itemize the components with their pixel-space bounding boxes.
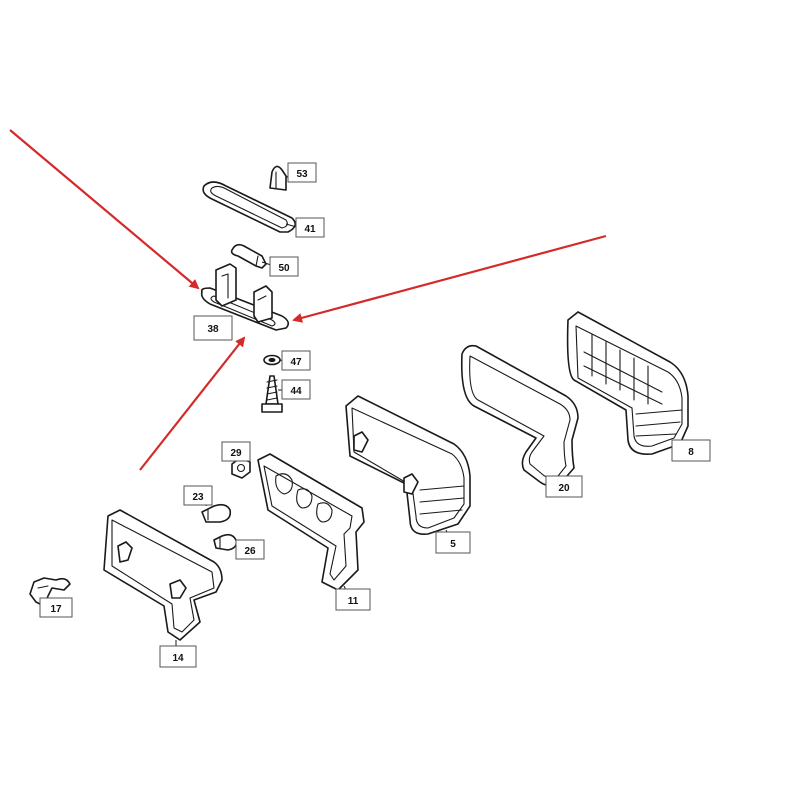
callout-8-label: 8 (688, 447, 694, 458)
callout-41: 41 (295, 217, 325, 238)
part-26-bulb (213, 533, 238, 551)
callout-44-label: 44 (290, 386, 302, 397)
callout-38-highlighted: 38 (193, 315, 233, 341)
part-47-washer (263, 354, 281, 366)
part-5-tail-lamp-lens (345, 395, 471, 536)
callout-50-label: 50 (278, 263, 290, 274)
indicator-arrow-bottom (139, 336, 246, 471)
callout-44: 44 (281, 379, 311, 400)
callout-11: 11 (335, 588, 371, 611)
callout-14: 14 (159, 645, 197, 668)
callout-53-label: 53 (296, 169, 308, 180)
indicator-arrow-top-left (9, 129, 200, 290)
part-11-socket-carrier (257, 453, 365, 591)
callout-26: 26 (235, 539, 265, 560)
callout-47-label: 47 (290, 357, 302, 368)
callout-53: 53 (287, 162, 317, 183)
callout-23-label: 23 (192, 492, 204, 503)
part-20-gasket (460, 344, 579, 487)
callout-8: 8 (671, 439, 711, 462)
callout-29-label: 29 (230, 448, 242, 459)
part-50-bulb (230, 243, 267, 269)
part-8-lamp-carrier (566, 311, 689, 456)
callout-5: 5 (435, 531, 471, 554)
callout-47: 47 (281, 350, 311, 371)
indicator-arrows (9, 129, 607, 471)
part-44-screw (261, 375, 283, 413)
callout-26-label: 26 (244, 546, 256, 557)
part-23-bulb (201, 503, 232, 523)
callout-5-label: 5 (450, 539, 456, 550)
callout-20: 20 (545, 475, 583, 498)
callout-50: 50 (269, 256, 299, 277)
callout-29: 29 (221, 441, 251, 462)
callout-17: 17 (39, 597, 73, 618)
part-14-lamp-housing (103, 509, 223, 641)
callout-14-label: 14 (172, 653, 184, 664)
part-38-lamp-holder (200, 263, 290, 331)
callout-38-label: 38 (207, 324, 219, 335)
callout-41-label: 41 (304, 224, 316, 235)
callout-11-label: 11 (348, 596, 359, 607)
callout-17-label: 17 (50, 604, 62, 615)
callout-23: 23 (183, 485, 213, 506)
callout-20-label: 20 (558, 483, 570, 494)
part-53-clip (269, 165, 287, 191)
indicator-arrow-right (292, 234, 607, 323)
